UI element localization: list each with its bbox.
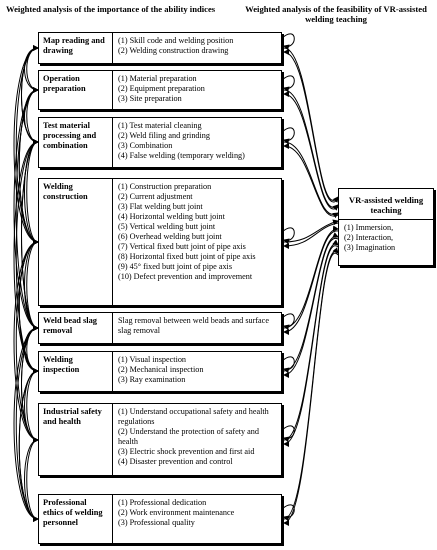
block-items: (1) Visual inspection (2) Mechanical ins… — [113, 352, 281, 391]
block-item: (9) 45° fixed butt joint of pipe axis — [118, 262, 233, 271]
block-item: (1) Understand occupational safety and h… — [118, 407, 269, 426]
right-connector-arrow — [283, 219, 339, 243]
block-name: Map reading and drawing — [39, 33, 113, 63]
block-item: (2) Work environment maintenance — [118, 508, 235, 517]
left-connector-arrow — [26, 141, 39, 245]
ability-block-operation-preparation: Operation preparation (1) Material prepa… — [38, 70, 282, 110]
right-return-arrow — [283, 238, 339, 378]
self-loop-arrow — [281, 425, 295, 443]
block-item: (5) Vertical welding butt joint — [118, 222, 216, 231]
vr-item: (1) Immersion, — [344, 223, 394, 232]
block-item: Slag removal between weld beads and surf… — [118, 316, 269, 335]
right-connector-arrow — [283, 141, 339, 219]
block-items: Slag removal between weld beads and surf… — [113, 313, 281, 343]
right-return-arrow — [283, 252, 339, 526]
block-item: (4) False welding (temporary welding) — [118, 151, 245, 160]
right-return-arrow — [283, 143, 339, 217]
right-return-arrow — [283, 91, 339, 210]
block-item: (8) Horizontal fixed butt joint of pipe … — [118, 252, 256, 261]
block-name: Professional ethics of welding personnel — [39, 495, 113, 543]
block-items: (1) Material preparation (2) Equipment p… — [113, 71, 281, 109]
block-item: (3) Site preparation — [118, 94, 182, 103]
self-loop-arrow — [281, 356, 295, 374]
block-item: (1) Test material cleaning — [118, 121, 202, 130]
ability-block-welding-inspection: Welding inspection (1) Visual inspection… — [38, 351, 282, 392]
ability-block-map-reading: Map reading and drawing (1) Skill code a… — [38, 32, 282, 64]
left-connector-arrow — [24, 437, 39, 520]
block-item: (3) Professional quality — [118, 518, 195, 527]
self-loop-arrow — [281, 227, 295, 245]
right-header-title: Weighted analysis of the feasibility of … — [245, 4, 427, 24]
block-item: (3) Flat welding butt joint — [118, 202, 203, 211]
vr-teaching-box: VR-assisted welding teaching (1) Immersi… — [338, 188, 434, 266]
self-loop-arrow — [281, 504, 295, 522]
left-header-title: Weighted analysis of the importance of t… — [6, 4, 216, 14]
block-item: (1) Material preparation — [118, 74, 197, 83]
block-item: (2) Mechanical inspection — [118, 365, 204, 374]
block-item: (1) Skill code and welding position — [118, 36, 234, 45]
block-name: Weld bead slag removal — [39, 313, 113, 343]
block-item: (2) Weld filing and grinding — [118, 131, 210, 140]
left-connector-arrow — [13, 45, 39, 243]
vr-box-items: (1) Immersion, (2) Interaction, (3) Imag… — [339, 220, 433, 256]
block-item: (3) Ray examination — [118, 375, 186, 384]
self-loop-arrow — [281, 75, 295, 93]
block-item: (4) Disaster prevention and control — [118, 457, 233, 466]
ability-block-welding-construction: Welding construction (1) Construction pr… — [38, 178, 282, 306]
right-connector-arrow — [283, 247, 339, 520]
block-items: (1) Understand occupational safety and h… — [113, 404, 281, 475]
vr-item: (2) Interaction, — [344, 233, 394, 242]
vr-item: (3) Imagination — [344, 243, 396, 252]
block-item: (1) Construction preparation — [118, 182, 212, 191]
block-item: (10) Defect prevention and improvement — [118, 272, 253, 281]
block-item: (4) Horizontal welding butt joint — [118, 212, 225, 221]
vr-box-title: VR-assisted welding teaching — [339, 189, 433, 220]
block-item: (3) Electric shock prevention and first … — [118, 447, 255, 456]
block-name: Test material processing and combination — [39, 118, 113, 167]
ability-block-industrial-safety: Industrial safety and health (1) Underst… — [38, 403, 282, 476]
block-items: (1) Test material cleaning (2) Weld fili… — [113, 118, 281, 167]
block-item: (3) Combination — [118, 141, 173, 150]
block-item: (2) Equipment preparation — [118, 84, 205, 93]
block-item: (2) Understand the protection of safety … — [118, 427, 259, 446]
ability-block-professional-ethics: Professional ethics of welding personnel… — [38, 494, 282, 544]
block-item: (1) Professional dedication — [118, 498, 207, 507]
left-connector-arrow — [13, 325, 39, 520]
block-name: Industrial safety and health — [39, 404, 113, 475]
self-loop-arrow — [281, 127, 295, 145]
right-return-arrow — [283, 222, 339, 249]
block-items: (1) Professional dedication (2) Work env… — [113, 495, 281, 543]
block-items: (1) Construction preparation (2) Current… — [113, 179, 281, 305]
right-connector-arrow — [283, 239, 339, 441]
block-name: Welding inspection — [39, 352, 113, 391]
self-loop-arrow — [281, 33, 295, 51]
right-return-arrow — [283, 230, 339, 335]
block-item: (6) Overhead welding butt joint — [118, 232, 222, 241]
right-return-arrow — [283, 49, 339, 203]
block-item: (2) Current adjustment — [118, 192, 193, 201]
block-name: Operation preparation — [39, 71, 113, 109]
ability-block-slag-removal: Weld bead slag removal Slag removal betw… — [38, 312, 282, 344]
block-name: Welding construction — [39, 179, 113, 305]
block-item: (7) Vertical fixed butt joint of pipe ax… — [118, 242, 246, 251]
ability-block-test-material: Test material processing and combination… — [38, 117, 282, 168]
right-return-arrow — [283, 245, 339, 447]
block-item: (2) Welding construction drawing — [118, 46, 229, 55]
right-connector-arrow — [283, 89, 339, 211]
block-item: (1) Visual inspection — [118, 355, 187, 364]
block-items: (1) Skill code and welding position (2) … — [113, 33, 281, 63]
left-connector-arrow — [21, 325, 39, 441]
self-loop-arrow — [281, 313, 295, 331]
